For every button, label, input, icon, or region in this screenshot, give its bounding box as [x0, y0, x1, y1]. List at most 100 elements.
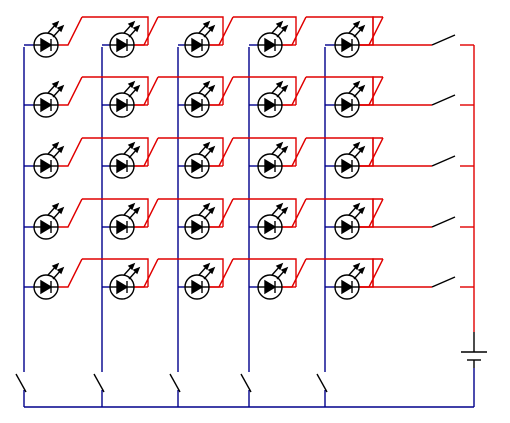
led-icon [257, 80, 289, 118]
led-arrowhead [127, 20, 136, 29]
row-link [306, 76, 374, 105]
led-arrowhead [127, 80, 136, 89]
row-link [306, 258, 374, 287]
led-icon [184, 262, 216, 300]
led-arrowhead [202, 80, 211, 89]
row-link [209, 76, 234, 106]
led-arrowhead [202, 202, 211, 211]
led-icon [184, 202, 216, 240]
led-arrowhead [352, 202, 361, 211]
row-link [58, 258, 83, 288]
led-arrowhead [357, 24, 366, 33]
led-arrowhead [275, 141, 284, 150]
led-arrowhead [127, 262, 136, 271]
led-icon [257, 262, 289, 300]
led-arrowhead [280, 24, 289, 33]
row-link [82, 198, 149, 227]
row-wires [58, 16, 475, 332]
led-arrowhead [51, 262, 60, 271]
switch-icon [316, 373, 328, 393]
row-link [158, 258, 224, 287]
switch-icon [431, 216, 456, 228]
led-arrowhead [132, 266, 141, 275]
led-triangle [116, 158, 129, 174]
row-link [134, 137, 159, 167]
led-arrowhead [56, 206, 65, 215]
led-triangle [40, 279, 53, 295]
led-triangle [40, 37, 53, 53]
led-triangle [40, 219, 53, 235]
row-link [282, 76, 307, 106]
led-icon [109, 141, 141, 179]
led-icon [33, 20, 65, 58]
led-triangle [40, 158, 53, 174]
row-link [58, 198, 83, 228]
led-icon [109, 20, 141, 58]
led-arrowhead [132, 145, 141, 154]
led-triangle [341, 219, 354, 235]
led-arrowhead [202, 262, 211, 271]
led-arrowhead [207, 206, 216, 215]
led-arrowhead [207, 266, 216, 275]
row-link [359, 16, 383, 46]
row-link [82, 16, 149, 45]
switch-icon [431, 276, 456, 288]
column-wires [23, 44, 475, 408]
led-icon [184, 20, 216, 58]
led-icon [334, 80, 366, 118]
switch-icon [431, 34, 456, 46]
led-arrowhead [207, 145, 216, 154]
row-link [134, 76, 159, 106]
led-icon [33, 80, 65, 118]
led-arrowhead [352, 262, 361, 271]
row-link [359, 76, 383, 106]
led-triangle [341, 37, 354, 53]
led-arrowhead [127, 202, 136, 211]
switch-icon [240, 373, 252, 393]
led-triangle [264, 37, 277, 53]
led-triangle [191, 158, 204, 174]
row-link [306, 198, 374, 227]
row-link [282, 137, 307, 167]
led-triangle [264, 219, 277, 235]
led-arrowhead [132, 84, 141, 93]
row-link [209, 16, 234, 46]
led-arrowhead [56, 145, 65, 154]
led-icon [109, 80, 141, 118]
led-icon [33, 141, 65, 179]
led-icon [257, 202, 289, 240]
led-arrowhead [275, 80, 284, 89]
row-link [134, 16, 159, 46]
row-link [306, 137, 374, 166]
led-icon [33, 262, 65, 300]
led-arrowhead [207, 84, 216, 93]
row-link [158, 137, 224, 166]
led-arrowhead [51, 20, 60, 29]
led-arrowhead [132, 206, 141, 215]
led-icon [257, 20, 289, 58]
row-link [134, 198, 159, 228]
led-arrowhead [357, 145, 366, 154]
row-link [209, 137, 234, 167]
led-arrowhead [127, 141, 136, 150]
led-arrowhead [357, 84, 366, 93]
row-link [158, 16, 224, 45]
led-triangle [116, 219, 129, 235]
led-triangle [191, 279, 204, 295]
row-link [306, 16, 374, 45]
led-icon [334, 20, 366, 58]
row-link [359, 137, 383, 167]
led-arrowhead [275, 262, 284, 271]
led-triangle [191, 219, 204, 235]
row-link [282, 16, 307, 46]
led-arrowhead [132, 24, 141, 33]
led-arrowhead [275, 202, 284, 211]
led-triangle [264, 158, 277, 174]
led-triangle [191, 97, 204, 113]
row-link [209, 258, 234, 288]
led-arrowhead [202, 20, 211, 29]
led-arrowhead [280, 145, 289, 154]
led-arrowhead [352, 20, 361, 29]
row-link [134, 258, 159, 288]
